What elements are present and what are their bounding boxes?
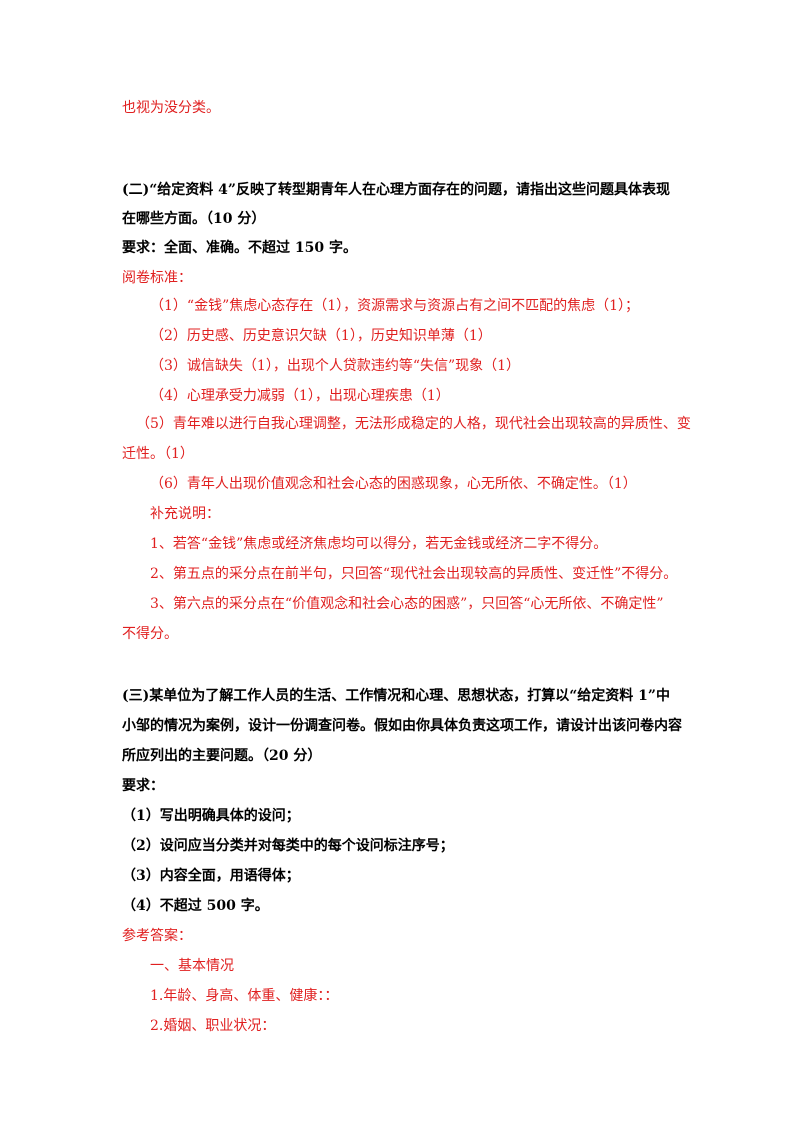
question-3-heading-cont: 小邹的情况为案例，设计一份调查问卷。假如由你具体负责这项工作，请设计出该问卷内容 xyxy=(122,718,682,734)
supplement-item-1: 1、若答“金钱”焦虑或经济焦虑均可以得分，若无金钱或经济二字不得分。 xyxy=(150,536,608,552)
requirement-item-4: （4）不超过 500 字。 xyxy=(122,898,269,914)
requirement-item-3: （3）内容全面，用语得体； xyxy=(122,868,300,884)
question-2-heading: (二)“给定资料 4”反映了转型期青年人在心理方面存在的问题，请指出这些问题具体… xyxy=(122,182,670,198)
requirement-item-2: （2）设问应当分类并对每类中的每个设问标注序号； xyxy=(122,838,454,854)
supplement-item-2: 2、第五点的采分点在前半句，只回答“现代社会出现较高的异质性、变迁性”不得分。 xyxy=(150,566,678,582)
grading-item-6: （6）青年人出现价值观念和社会心态的困惑现象，心无所依、不确定性。（1） xyxy=(150,476,637,492)
question-2-requirement: 要求：全面、准确。不超过 150 字。 xyxy=(122,240,357,256)
grading-item-5: （5）青年难以进行自我心理调整，无法形成稳定的人格，现代社会出现较高的异质性、变 xyxy=(136,416,691,432)
answer-item-1: 1.年龄、身高、体重、健康：： xyxy=(150,988,339,1004)
requirement-item-1: （1）写出明确具体的设问； xyxy=(122,808,300,824)
grading-item-2: （2）历史感、历史意识欠缺（1），历史知识单薄（1） xyxy=(150,328,492,344)
text-line: 也视为没分类。 xyxy=(122,100,220,116)
supplement-item-3: 3、第六点的采分点在“价值观念和社会心态的困惑”，只回答“心无所依、不确定性” xyxy=(150,596,664,612)
question-3-requirement-label: 要求： xyxy=(122,778,164,794)
grading-item-3: （3）诚信缺失（1），出现个人贷款违约等“失信”现象（1） xyxy=(150,358,521,374)
question-3-heading-cont-2: 所应列出的主要问题。（20 分） xyxy=(122,748,322,764)
grading-item-5-cont: 迁性。（1） xyxy=(122,446,194,462)
supplement-label: 补充说明： xyxy=(150,506,220,522)
question-3-heading: (三)某单位为了解工作人员的生活、工作情况和心理、思想状态，打算以“给定资料 1… xyxy=(122,688,670,704)
supplement-item-3-cont: 不得分。 xyxy=(122,626,178,642)
grading-item-1: （1）“金钱”焦虑心态存在（1），资源需求与资源占有之间不匹配的焦虑（1）； xyxy=(150,298,640,314)
grading-standard-label: 阅卷标准： xyxy=(122,270,192,286)
answer-item-2: 2.婚姻、职业状况： xyxy=(150,1018,276,1034)
answer-section-1: 一、基本情况 xyxy=(150,958,234,974)
question-2-heading-cont: 在哪些方面。（10 分） xyxy=(122,211,266,227)
grading-item-4: （4）心理承受力减弱（1），出现心理疾患（1） xyxy=(150,388,450,404)
reference-answer-label: 参考答案： xyxy=(122,928,192,944)
